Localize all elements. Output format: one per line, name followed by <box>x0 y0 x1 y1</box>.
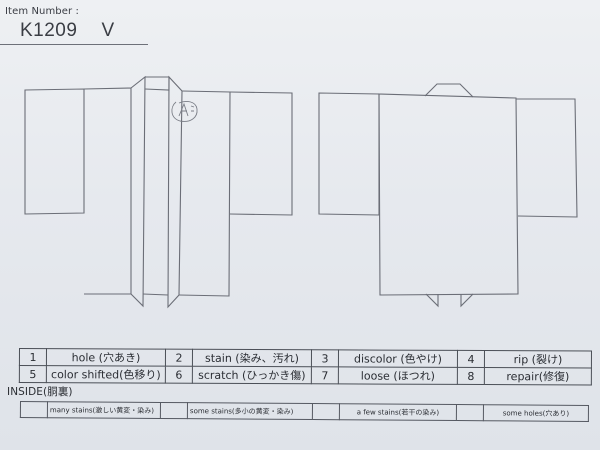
pencil-annotation <box>171 101 198 122</box>
option-some-stains: some stains(多小の黄変・染み) <box>187 402 313 420</box>
annotation-mark <box>190 105 195 112</box>
back-body <box>378 93 519 296</box>
front-left-sleeve <box>24 88 85 215</box>
checkbox-some-stains[interactable] <box>160 402 188 419</box>
front-left-body <box>83 87 132 295</box>
front-view-kimono <box>24 75 293 309</box>
item-number-underline <box>0 44 148 45</box>
annotation-letter-a <box>178 102 189 117</box>
defect-code: 4 <box>457 350 485 368</box>
defect-code: 3 <box>311 349 339 367</box>
option-some-holes: some holes(穴あり) <box>483 404 589 422</box>
defect-code: 1 <box>19 348 47 366</box>
inside-lining-label: INSIDE(胴裏) <box>7 386 73 398</box>
defect-label: discolor (色やけ) <box>338 349 458 368</box>
defect-legend-row: 5 color shifted(色移り) 6 scratch (ひっかき傷) 7… <box>19 365 592 385</box>
defect-legend-table: 1 hole (穴あき) 2 stain (染み、汚れ) 3 discolor … <box>19 348 592 385</box>
defect-label: scratch (ひっかき傷) <box>192 366 312 384</box>
defect-label: loose (ほつれ) <box>338 366 458 385</box>
defect-code: 7 <box>311 366 339 384</box>
defect-label: color shifted(色移り) <box>46 365 166 384</box>
checkbox-many-stains[interactable] <box>20 401 48 418</box>
option-few-stains: a few stains(若干の染み) <box>339 403 457 421</box>
defect-legend-row: 1 hole (穴あき) 2 stain (染み、汚れ) 3 discolor … <box>19 348 592 368</box>
annotation-circle <box>171 101 198 122</box>
defect-code: 8 <box>457 367 485 385</box>
checkbox-few-stains[interactable] <box>312 403 340 420</box>
front-left-collar <box>130 75 146 308</box>
inside-lining-checklist: many stains(激しい黄変・染み) some stains(多小の黄変・… <box>20 401 589 422</box>
front-right-collar <box>167 75 183 309</box>
back-collar <box>424 83 474 98</box>
defect-code: 5 <box>19 365 47 383</box>
item-number-value: K1209 V <box>20 20 115 42</box>
item-number: K1209 <box>20 20 78 41</box>
front-right-sleeve <box>229 91 293 216</box>
back-hem-tab-left <box>425 293 439 308</box>
front-right-body <box>178 90 231 297</box>
back-right-sleeve <box>516 98 578 218</box>
item-suffix: V <box>101 20 115 41</box>
back-view-kimono <box>318 83 578 308</box>
front-hem-inner <box>142 293 169 296</box>
back-left-sleeve <box>318 92 380 216</box>
defect-label: rip (裂け) <box>484 350 592 368</box>
defect-code: 2 <box>165 349 193 367</box>
back-hem-tab-right <box>460 293 474 308</box>
defect-label: hole (穴あき) <box>46 348 166 367</box>
defect-label: stain (染み、汚れ) <box>192 349 312 367</box>
checkbox-some-holes[interactable] <box>456 404 484 421</box>
defect-code: 6 <box>165 366 193 384</box>
inside-options-row: many stains(激しい黄変・染み) some stains(多小の黄変・… <box>20 401 589 422</box>
item-number-label: Item Number : <box>5 6 79 17</box>
defect-label: repair(修復) <box>484 367 592 385</box>
option-many-stains: many stains(激しい黄変・染み) <box>47 401 161 419</box>
front-neck-band <box>144 76 170 91</box>
kimono-diagrams <box>24 75 578 309</box>
